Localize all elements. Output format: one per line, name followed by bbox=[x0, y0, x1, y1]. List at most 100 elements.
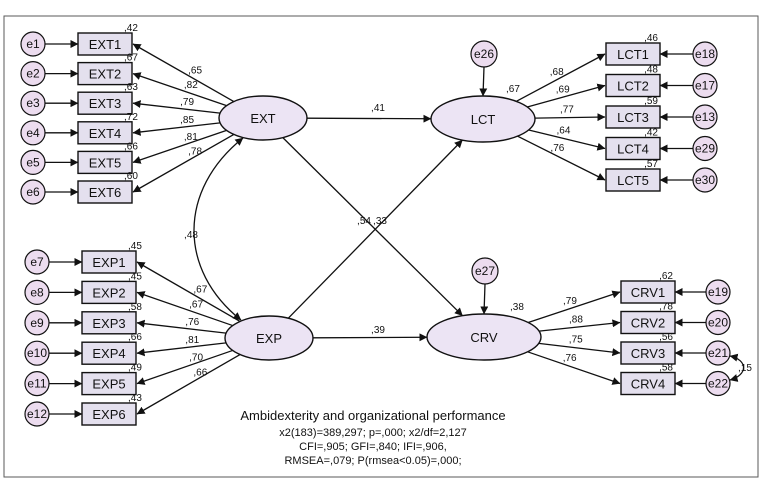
ext_items-loading-4: ,85 bbox=[180, 115, 194, 126]
latent-crv-label: CRV bbox=[470, 330, 498, 345]
crv_items-item-4 bbox=[620, 371, 676, 396]
ext_items-loading-5: ,81 bbox=[184, 132, 198, 143]
lct_items-loading-arrow-5 bbox=[517, 135, 606, 181]
exp_items-error-2 bbox=[24, 279, 50, 305]
lct_items-item-1-label: LCT1 bbox=[617, 47, 649, 62]
labels-layer: EXT1e1,42,65EXT2e2,67,82EXT3e3,63,79EXT4… bbox=[26, 23, 752, 422]
r2-crv: ,38 bbox=[510, 302, 524, 313]
exp_items-error-4-label: e10 bbox=[27, 346, 47, 360]
disturbance-arrow-lct bbox=[479, 66, 488, 97]
lct_items-error-5 bbox=[692, 167, 718, 193]
crv_items-loading-3: ,75 bbox=[569, 335, 583, 346]
ext_items-loading-3: ,79 bbox=[180, 97, 194, 108]
exp_items-item-4 bbox=[81, 341, 137, 365]
ext_items-error-4-label: e4 bbox=[26, 126, 40, 140]
crv_items-error-3 bbox=[705, 340, 731, 366]
crv_items-item-2 bbox=[620, 310, 676, 335]
ext_items-error-1-label: e1 bbox=[26, 37, 40, 51]
crv_items-loading-arrow-4 bbox=[527, 351, 621, 385]
ext_items-item-4 bbox=[77, 121, 133, 145]
lct_items-loading-arrow-3 bbox=[534, 113, 606, 122]
crv_items-r2-3: ,56 bbox=[659, 332, 673, 343]
ext_items-error-5 bbox=[20, 149, 46, 175]
lct_items-r2-1: ,46 bbox=[644, 33, 658, 44]
coef-ext-exp-cov: ,48 bbox=[184, 230, 198, 241]
latent-ext bbox=[218, 95, 308, 141]
ext_items-r2-2: ,67 bbox=[124, 53, 138, 64]
exp_items-error-6-label: e12 bbox=[27, 407, 47, 421]
exp_items-error-5 bbox=[24, 371, 50, 397]
ext_items-item-1-label: EXT1 bbox=[89, 37, 122, 52]
ext_items-error-3 bbox=[20, 90, 46, 116]
crv_items-error-2 bbox=[705, 309, 731, 336]
exp_items-error-1 bbox=[24, 249, 50, 275]
lct_items-r2-3: ,59 bbox=[644, 96, 658, 107]
disturbance-arrow-crv bbox=[480, 283, 489, 315]
crv_items-loading-1: ,79 bbox=[563, 296, 577, 307]
ext_items-error-6-label: e6 bbox=[26, 185, 40, 199]
r2-lct: ,67 bbox=[506, 84, 520, 95]
exp_items-loading-4: ,81 bbox=[185, 335, 199, 346]
latent-crv bbox=[426, 313, 542, 361]
ext_items-loading-arrow-5 bbox=[132, 129, 227, 164]
crv_items-r2-4: ,58 bbox=[659, 363, 673, 374]
ext_items-loading-arrow-2 bbox=[132, 72, 227, 107]
exp_items-loading-arrow-4 bbox=[136, 342, 227, 357]
ext_items-error-1 bbox=[20, 31, 46, 57]
lct_items-loading-arrow-2 bbox=[527, 83, 606, 108]
exp_items-r2-6: ,43 bbox=[128, 393, 142, 404]
nodes-layer bbox=[20, 31, 731, 427]
disturbance-crv bbox=[471, 257, 499, 285]
exp_items-item-2 bbox=[81, 280, 137, 305]
ext_items-item-3 bbox=[77, 91, 133, 115]
lct_items-error-1 bbox=[692, 41, 718, 67]
crv_items-error-1-label: e19 bbox=[708, 285, 728, 299]
exp_items-loading-6: ,66 bbox=[193, 368, 207, 379]
lct_items-item-1 bbox=[605, 42, 661, 66]
exp_items-item-1 bbox=[81, 250, 137, 274]
lct_items-item-3 bbox=[605, 105, 661, 129]
fit-indices: CFI=,905; GFI=,840; IFI=,906, bbox=[299, 441, 447, 453]
crv_items-error-4-label: e22 bbox=[708, 377, 728, 391]
crv_items-loading-2: ,88 bbox=[569, 314, 583, 325]
crv_items-item-2-label: CRV2 bbox=[631, 316, 665, 331]
latent-lct bbox=[430, 95, 536, 143]
crv_items-item-3 bbox=[620, 341, 676, 365]
lct_items-error-4-label: e29 bbox=[695, 142, 715, 156]
lct_items-loading-arrow-1 bbox=[516, 53, 606, 102]
lct_items-item-4 bbox=[605, 136, 661, 161]
diagram-frame bbox=[3, 15, 759, 478]
ext_items-item-5-label: EXT5 bbox=[89, 155, 122, 170]
exp_items-item-5-label: EXP5 bbox=[92, 377, 125, 392]
lct_items-error-2-label: e17 bbox=[695, 79, 715, 93]
edges-layer bbox=[45, 40, 745, 418]
ext_items-loading-arrow-3 bbox=[132, 100, 221, 114]
exp_items-loading-1: ,67 bbox=[193, 284, 207, 295]
exp_items-error-5-label: e11 bbox=[27, 377, 46, 391]
exp_items-r2-1: ,45 bbox=[128, 241, 142, 252]
lct_items-error-4 bbox=[692, 135, 718, 162]
exp_items-item-5 bbox=[81, 371, 137, 396]
exp_items-item-3 bbox=[81, 311, 137, 335]
exp_items-error-3-label: e9 bbox=[30, 316, 44, 330]
exp_items-item-6 bbox=[81, 402, 137, 426]
crv_items-r2-2: ,78 bbox=[659, 302, 673, 313]
ext_items-error-2 bbox=[20, 60, 46, 87]
exp_items-r2-3: ,58 bbox=[128, 302, 142, 313]
crv_items-loading-arrow-3 bbox=[538, 342, 621, 357]
ext_items-error-2-label: e2 bbox=[26, 67, 40, 81]
fit-statistics: Ambidexterity and organizational perform… bbox=[240, 408, 505, 467]
exp_items-r2-2: ,45 bbox=[128, 271, 142, 282]
coef-exp-crv: ,39 bbox=[371, 325, 385, 336]
path-exp-lct bbox=[287, 139, 463, 319]
disturbance-lct-label: e26 bbox=[474, 47, 494, 61]
ext_items-loading-arrow-1 bbox=[132, 43, 235, 103]
lct_items-r2-4: ,42 bbox=[644, 128, 658, 139]
crv_items-item-4-label: CRV4 bbox=[631, 377, 665, 392]
exp_items-loading-arrow-5 bbox=[136, 349, 233, 385]
coef-ext-lct: ,41 bbox=[371, 103, 385, 114]
exp_items-item-3-label: EXP3 bbox=[92, 316, 125, 331]
lct_items-error-3-label: e13 bbox=[695, 110, 715, 124]
